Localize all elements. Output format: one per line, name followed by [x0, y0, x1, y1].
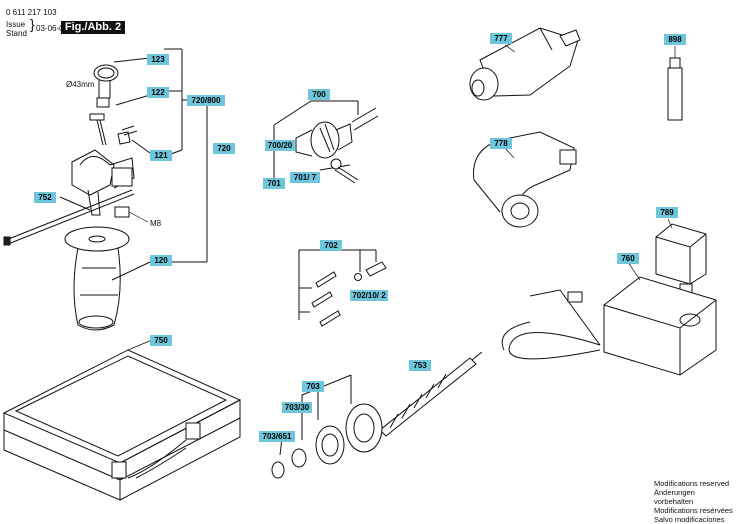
depth-rod-752 [3, 189, 135, 246]
callout-703-30: 703/30 [282, 402, 312, 413]
callout-898: 898 [664, 34, 686, 45]
adapter-703 [271, 403, 383, 479]
callout-778: 778 [490, 138, 512, 149]
callout-752: 752 [34, 192, 56, 203]
modification-notes: Modifications reserved Änderungen vorbeh… [654, 479, 736, 524]
note-line: Änderungen vorbehalten [654, 488, 695, 506]
callout-700: 700 [308, 89, 330, 100]
bolt-121 [117, 125, 138, 145]
issue-date: 03-06-05 [36, 24, 69, 33]
callout-703: 703 [302, 381, 324, 392]
case-750 [2, 349, 242, 501]
note-line: Modifications reserved [654, 479, 730, 488]
callout-753: 753 [409, 360, 431, 371]
stand-label: Stand [6, 29, 27, 38]
chuck-key-701 [330, 158, 359, 184]
callout-120: 120 [150, 255, 172, 266]
aux-handle-120 [64, 226, 130, 331]
thread-label: M8 [150, 219, 162, 228]
callout-702-10-2: 702/10/ 2 [350, 290, 388, 301]
callout-720: 720 [213, 143, 235, 154]
depth-clamp-part [93, 64, 119, 108]
callout-123: 123 [147, 54, 169, 65]
callout-720-800: 720/800 [187, 95, 225, 106]
grease-tube-898 [667, 57, 683, 121]
callout-703-651: 703/651 [259, 431, 295, 442]
drill-bit-753 [379, 351, 483, 437]
leader-lines-chuck [273, 100, 359, 189]
callout-122: 122 [147, 87, 169, 98]
handle-clamp-body [71, 149, 135, 216]
note-line: Salvo modificaciones [654, 515, 725, 524]
callout-789: 789 [656, 207, 678, 218]
screw-122 [89, 113, 107, 146]
callout-701: 701 [263, 178, 285, 189]
callout-777: 777 [490, 33, 512, 44]
part-number: 0 611 217 103 [6, 8, 57, 17]
callout-121: 121 [150, 150, 172, 161]
note-line: Modifications resérvées [654, 506, 733, 515]
charger-760 [501, 276, 717, 376]
issue-label: Issue [6, 20, 26, 29]
callout-700-20: 700/20 [265, 140, 295, 151]
brace-glyph: } [30, 16, 35, 32]
nut-m8 [114, 206, 130, 218]
chuck-attachment-777 [469, 27, 581, 101]
figure-label: Fig./Abb. 2 [61, 21, 125, 34]
callout-701-7: 701/ 7 [290, 172, 320, 183]
callout-702: 702 [320, 240, 342, 251]
bits-702 [311, 261, 387, 327]
callout-760: 760 [617, 253, 639, 264]
angle-attachment-778 [473, 131, 577, 228]
diameter-label: Ø43mm [66, 80, 95, 89]
callout-750: 750 [150, 335, 172, 346]
leader-lines-702 [298, 249, 377, 320]
